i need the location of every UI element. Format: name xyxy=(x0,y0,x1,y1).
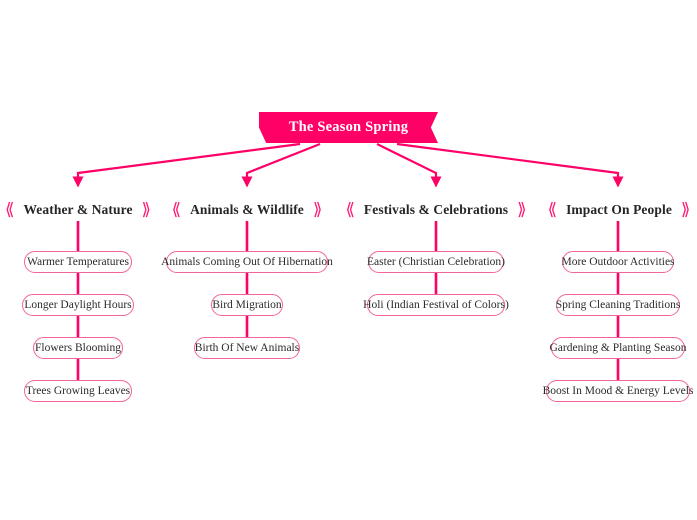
leaf-node-label: Holi (Indian Festival of Colors) xyxy=(363,299,509,311)
leaf-node[interactable]: Spring Cleaning Traditions xyxy=(556,294,680,316)
leaf-node-label: Easter (Christian Celebration) xyxy=(367,256,505,268)
leaf-node[interactable]: Warmer Temperatures xyxy=(24,251,132,273)
leaf-node-label: Spring Cleaning Traditions xyxy=(555,299,681,311)
chevron-right-icon: ⟫ xyxy=(680,199,691,220)
chevron-right-icon: ⟫ xyxy=(141,199,152,220)
leaf-node-label: Trees Growing Leaves xyxy=(25,385,131,397)
leaf-node-label: More Outdoor Activities xyxy=(561,256,675,268)
leaf-node[interactable]: Birth Of New Animals xyxy=(194,337,300,359)
leaf-node[interactable]: Holi (Indian Festival of Colors) xyxy=(363,294,509,316)
branch-header-label: Animals & Wildlife xyxy=(190,202,304,217)
branch-header-label: Impact On People xyxy=(566,202,672,217)
branch-header-label: Weather & Nature xyxy=(23,202,133,217)
chevron-left-icon: ⟪ xyxy=(4,199,15,220)
branch-header-festivals-and-celebrations[interactable]: ⟪ Festivals & Celebrations ⟫ xyxy=(340,199,532,221)
chevron-left-icon: ⟪ xyxy=(171,199,182,220)
leaf-node[interactable]: Trees Growing Leaves xyxy=(24,380,132,402)
leaf-node-label: Boost In Mood & Energy Levels xyxy=(542,385,694,397)
leaf-node-label: Bird Migration xyxy=(212,299,282,311)
leaf-node-label: Longer Daylight Hours xyxy=(24,299,132,311)
leaf-node-label: Flowers Blooming xyxy=(35,342,121,354)
branch-header-animals-and-wildlife[interactable]: ⟪ Animals & Wildlife ⟫ xyxy=(168,199,326,221)
leaf-node[interactable]: Gardening & Planting Season xyxy=(549,337,687,359)
branch-header-impact-on-people[interactable]: ⟪ Impact On People ⟫ xyxy=(541,199,697,221)
leaf-node-label: Warmer Temperatures xyxy=(27,256,129,268)
branch-header-weather-and-nature[interactable]: ⟪ Weather & Nature ⟫ xyxy=(0,199,156,221)
chevron-right-icon: ⟫ xyxy=(517,199,527,220)
leaf-node[interactable]: More Outdoor Activities xyxy=(561,251,675,273)
leaf-node-label: Gardening & Planting Season xyxy=(549,342,687,354)
branch-header-label: Festivals & Celebrations xyxy=(363,202,509,217)
leaf-node[interactable]: Longer Daylight Hours xyxy=(22,294,134,316)
leaf-node-label: Animals Coming Out Of Hibernation xyxy=(161,256,333,268)
leaf-node[interactable]: Bird Migration xyxy=(211,294,283,316)
leaf-node[interactable]: Boost In Mood & Energy Levels xyxy=(543,380,693,402)
leaf-node[interactable]: Flowers Blooming xyxy=(33,337,123,359)
root-node[interactable]: The Season Spring xyxy=(259,112,438,143)
chevron-left-icon: ⟪ xyxy=(547,199,558,220)
chevron-left-icon: ⟪ xyxy=(345,199,355,220)
leaf-node-label: Birth Of New Animals xyxy=(194,342,300,354)
leaf-node[interactable]: Animals Coming Out Of Hibernation xyxy=(161,251,333,273)
root-node-label: The Season Spring xyxy=(288,119,409,135)
leaf-node[interactable]: Easter (Christian Celebration) xyxy=(367,251,505,273)
chevron-right-icon: ⟫ xyxy=(312,199,323,220)
